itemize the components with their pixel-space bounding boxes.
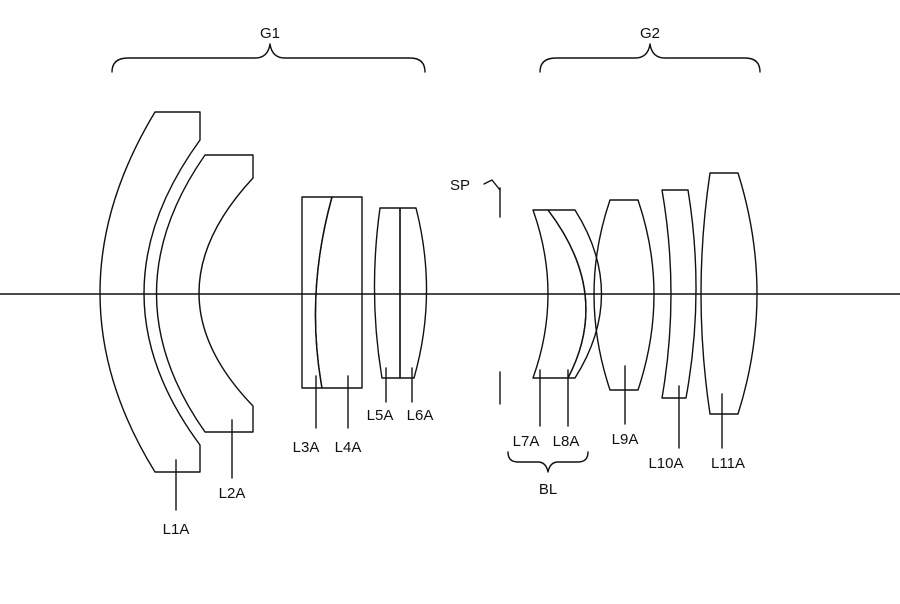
label-l11a: L11A	[711, 455, 745, 472]
lens-l8a	[547, 209, 603, 379]
stop-label: SP	[450, 177, 470, 194]
g2-brace	[539, 43, 761, 73]
label-l9a: L9A	[612, 431, 639, 448]
lens-l4a	[314, 196, 363, 389]
g1-brace	[111, 43, 426, 73]
label-l10a: L10A	[648, 455, 683, 472]
label-l2a: L2A	[219, 485, 246, 502]
label-l7a: L7A	[513, 433, 540, 450]
lens-l2a	[155, 154, 254, 433]
lens-l1a	[99, 111, 201, 473]
lens-l6a	[399, 207, 428, 379]
label-l8a: L8A	[553, 433, 580, 450]
stop-leader	[483, 179, 501, 191]
lens-l9a	[593, 199, 655, 391]
g2-label: G2	[640, 25, 660, 42]
label-l4a: L4A	[335, 439, 362, 456]
lens-l10a	[661, 189, 697, 399]
label-l5a: L5A	[367, 407, 394, 424]
lens-l11a	[700, 172, 758, 415]
bl-label: BL	[539, 481, 557, 498]
lens-l3a	[301, 196, 333, 389]
label-l3a: L3A	[293, 439, 320, 456]
label-l1a: L1A	[163, 521, 190, 538]
bl-brace	[507, 451, 589, 473]
g1-label: G1	[260, 25, 280, 42]
label-l6a: L6A	[407, 407, 434, 424]
lens-l5a	[373, 207, 401, 379]
